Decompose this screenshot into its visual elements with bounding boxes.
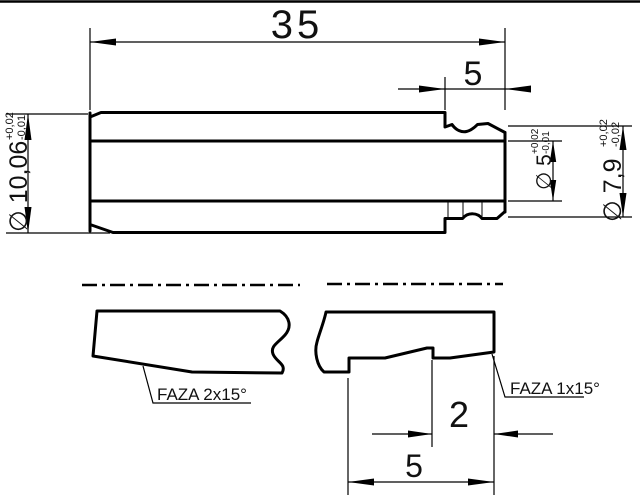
- dimension-detail-length: 5: [347, 356, 495, 495]
- dim-text-35: 35: [271, 3, 324, 47]
- dim-tol-minus: -0,01: [541, 131, 552, 154]
- arrowhead-up: [549, 141, 557, 162]
- dim-tol-plus: +0,02: [4, 112, 16, 140]
- dim-text-2: 2: [449, 394, 469, 435]
- dimension-outer-diameter: ∅ 10,06 +0,02 -0,01: [4, 112, 110, 234]
- leader-line: [491, 353, 584, 398]
- dim-text-neck-dia: ∅ 7,9: [599, 159, 627, 222]
- detail-left-section: [91, 309, 291, 375]
- dim-tol-plus: +0,02: [530, 128, 541, 154]
- dimension-bore-diameter: ∅ 5 +0,02 -0,01: [508, 128, 562, 202]
- arrowhead-left: [90, 38, 116, 46]
- dim-text-outer-dia: ∅ 10,06: [5, 141, 33, 232]
- arrowhead-up: [24, 114, 32, 140]
- dim-text-5: 5: [464, 55, 483, 93]
- arrowhead-left: [419, 85, 445, 93]
- dim-tol-minus: -0,01: [16, 115, 28, 140]
- dimension-neck-length: 5: [398, 55, 531, 110]
- main-view: [88, 111, 507, 234]
- arrowhead-down: [619, 193, 627, 217]
- dimension-neck-diameter: ∅ 7,9 +0,02 -0,02: [508, 119, 632, 222]
- arrowhead-right: [494, 430, 518, 438]
- detail-view-left: FAZA 2x15°: [82, 283, 300, 404]
- arrowhead-left: [348, 478, 374, 486]
- dim-text-5b: 5: [405, 448, 423, 484]
- arrowhead-right: [479, 38, 505, 46]
- arrowhead-down: [24, 207, 32, 233]
- dimension-total-length: 35: [89, 3, 506, 110]
- detail-view-right: FAZA 1x15° 2 5: [314, 282, 600, 495]
- arrowhead-right: [468, 478, 494, 486]
- section-upper-wall: [88, 111, 507, 143]
- chamfer-left-label: FAZA 2x15°: [157, 385, 247, 404]
- arrowhead-right: [505, 85, 531, 93]
- detail-right-section: [314, 310, 496, 374]
- dimension-groove-offset: 2: [372, 360, 553, 447]
- leader-line: [142, 365, 251, 404]
- chamfer-right-label: FAZA 1x15°: [510, 379, 600, 398]
- dim-tol-minus: -0,02: [610, 122, 622, 147]
- arrowhead-left: [408, 430, 432, 438]
- dim-text-bore-dia: ∅ 5: [533, 154, 556, 190]
- dim-tol-plus: +0,02: [598, 119, 610, 147]
- arrowhead-down: [549, 180, 557, 201]
- arrowhead-up: [619, 126, 627, 150]
- exterior-lower-half: [88, 199, 507, 234]
